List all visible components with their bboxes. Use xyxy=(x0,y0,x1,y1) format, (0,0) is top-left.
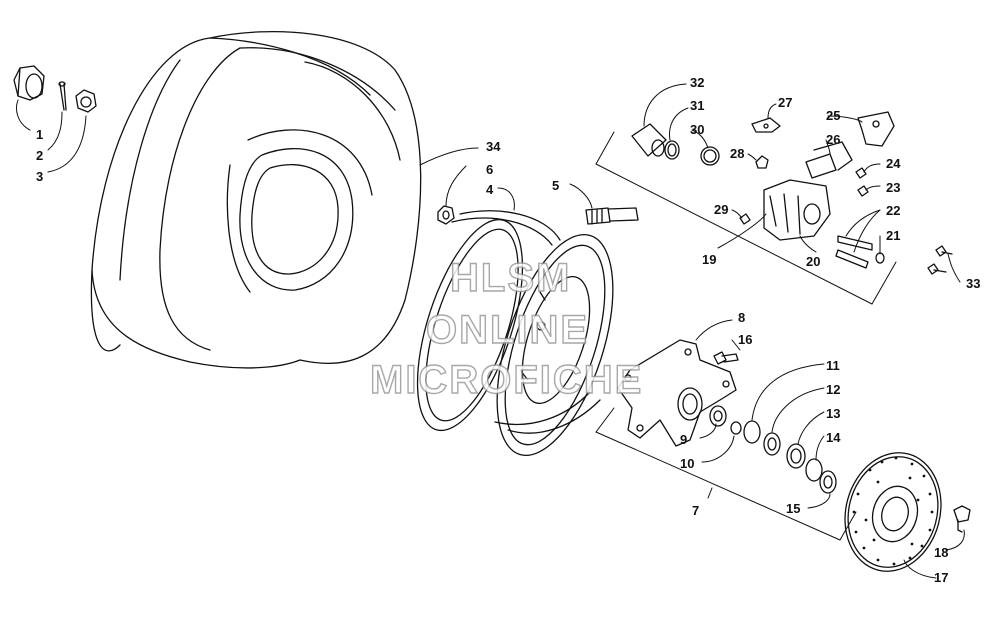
callout-2: 2 xyxy=(36,148,43,163)
callout-11: 11 xyxy=(826,358,840,373)
callout-8: 8 xyxy=(738,310,745,325)
callout-23: 23 xyxy=(886,180,900,195)
lug-nut xyxy=(437,205,455,225)
callout-labels: 1 2 3 4 5 6 7 8 9 10 11 12 13 14 15 16 1… xyxy=(36,75,980,585)
wheel-rim xyxy=(416,210,614,457)
watermark-line-2: ONLINE xyxy=(425,307,590,352)
bearing-stack xyxy=(709,405,837,494)
callout-22: 22 xyxy=(886,203,900,218)
callout-13: 13 xyxy=(826,406,840,421)
group-brackets xyxy=(595,131,897,541)
caliper-assembly xyxy=(631,111,953,275)
callout-33: 33 xyxy=(966,276,980,291)
callout-26: 26 xyxy=(826,132,840,147)
callout-19: 19 xyxy=(702,252,716,267)
leader-lines xyxy=(16,83,965,579)
tire xyxy=(90,30,422,369)
callout-3: 3 xyxy=(36,169,43,184)
wheel-hub xyxy=(617,339,737,447)
watermark-line-1: HLSM xyxy=(449,255,572,300)
callout-21: 21 xyxy=(886,228,900,243)
callout-12: 12 xyxy=(826,382,840,397)
callout-16: 16 xyxy=(738,332,752,347)
watermark-line-3: MICROFICHE xyxy=(369,357,644,402)
callout-6: 6 xyxy=(486,162,493,177)
brake-disc xyxy=(844,452,942,572)
callout-32: 32 xyxy=(690,75,704,90)
callout-28: 28 xyxy=(730,146,744,161)
callout-5: 5 xyxy=(552,178,559,193)
callout-15: 15 xyxy=(786,501,800,516)
callout-4: 4 xyxy=(486,182,494,197)
callout-30: 30 xyxy=(690,122,704,137)
hub-bolt xyxy=(713,351,739,365)
callout-25: 25 xyxy=(826,108,840,123)
callout-24: 24 xyxy=(886,156,901,171)
callout-14: 14 xyxy=(826,430,841,445)
callout-31: 31 xyxy=(690,98,704,113)
disc-holes xyxy=(852,456,934,566)
hub-cap-cotter-nut xyxy=(13,65,97,113)
callout-20: 20 xyxy=(806,254,820,269)
callout-34: 34 xyxy=(486,139,501,154)
callout-18: 18 xyxy=(934,545,948,560)
callout-10: 10 xyxy=(680,456,694,471)
callout-29: 29 xyxy=(714,202,728,217)
callout-17: 17 xyxy=(934,570,948,585)
callout-9: 9 xyxy=(680,432,687,447)
wheel-stud xyxy=(585,207,639,225)
callout-27: 27 xyxy=(778,95,792,110)
disc-bolt xyxy=(953,505,971,533)
callout-7: 7 xyxy=(692,503,699,518)
callout-1: 1 xyxy=(36,127,43,142)
